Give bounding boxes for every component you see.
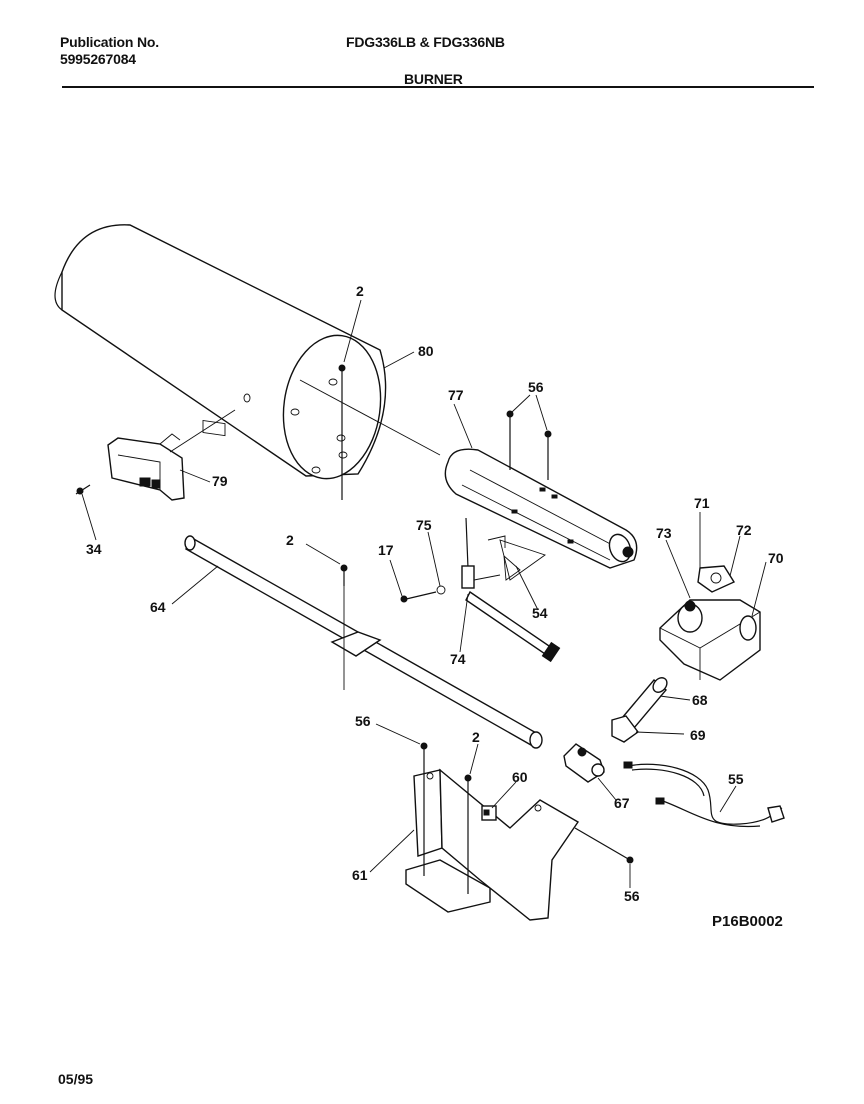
screw-2-lower (464, 774, 472, 894)
callout-79: 79 (212, 473, 228, 489)
callout-68: 68 (692, 692, 708, 708)
screw-2-upper (338, 364, 346, 500)
callout-71: 71 (694, 495, 710, 511)
callout-2-lower: 2 (472, 729, 480, 745)
publication-number: 5995267084 (60, 51, 136, 67)
callout-64: 64 (150, 599, 166, 615)
callout-77: 77 (448, 387, 464, 403)
callout-56-lower: 56 (624, 888, 640, 904)
callout-75: 75 (416, 517, 432, 533)
callout-70: 70 (768, 550, 784, 566)
callout-61: 61 (352, 867, 368, 883)
section-title: BURNER (404, 71, 463, 87)
screw-34 (75, 484, 91, 495)
switch-part (481, 805, 497, 821)
pipe-nipple-part (611, 677, 668, 743)
model-numbers: FDG336LB & FDG336NB (346, 34, 505, 50)
callout-2-middle: 2 (286, 532, 294, 548)
callout-72: 72 (736, 522, 752, 538)
callout-80: 80 (418, 343, 434, 359)
header-rule (62, 86, 814, 88)
callout-2-drum: 2 (356, 283, 364, 299)
gas-valve-part (659, 565, 761, 681)
callout-17: 17 (378, 542, 394, 558)
flame-sensor-part (107, 409, 236, 501)
callout-60: 60 (512, 769, 528, 785)
callout-74: 74 (450, 651, 466, 667)
callout-55: 55 (728, 771, 744, 787)
screw-56-lower (574, 827, 634, 864)
combustion-chamber-part (54, 224, 441, 480)
callout-67: 67 (614, 795, 630, 811)
burner-tube-part (444, 448, 638, 581)
gas-manifold-pipe (184, 535, 543, 749)
screw-2-middle (340, 564, 348, 586)
wire-harness-part (623, 761, 785, 828)
callout-56-upper: 56 (528, 379, 544, 395)
screw-56-upper (506, 410, 552, 480)
callout-56-bracket: 56 (355, 713, 371, 729)
igniter-part (400, 517, 561, 663)
callout-73: 73 (656, 525, 672, 541)
shutoff-valve-part (563, 743, 605, 783)
callout-69: 69 (690, 727, 706, 743)
leader-lines (81, 299, 767, 888)
publication-label: Publication No. (60, 34, 159, 50)
callout-34: 34 (86, 541, 102, 557)
burner-bracket-part (405, 742, 580, 921)
publication-date: 05/95 (58, 1071, 94, 1087)
callout-54: 54 (532, 605, 548, 621)
figure-code: P16B0002 (712, 913, 783, 930)
